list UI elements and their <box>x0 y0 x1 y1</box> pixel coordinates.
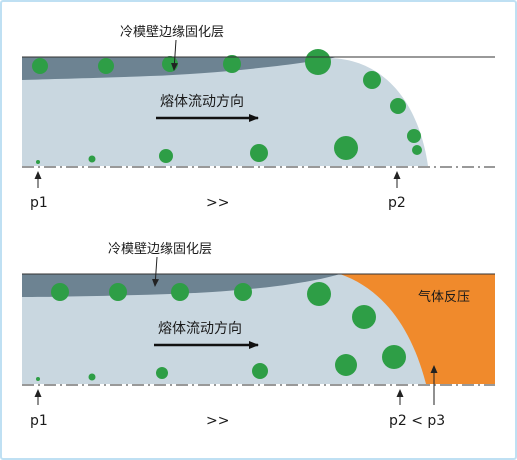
bubble <box>307 282 331 306</box>
bubble <box>36 377 40 381</box>
bubble <box>32 58 48 74</box>
bubble <box>36 160 40 164</box>
bubble <box>156 367 168 379</box>
bubble <box>171 283 189 301</box>
bottom-panel: 冷模壁边缘固化层 气体反压 熔体流动方向 p1 >> p2 < p3 <box>22 242 495 429</box>
bubble <box>363 71 381 89</box>
p2-label: p2 <box>388 195 406 211</box>
bubble <box>412 145 422 155</box>
bubble <box>223 55 241 73</box>
flow-direction-label: 熔体流动方向 <box>160 94 244 110</box>
bubble <box>250 144 268 162</box>
skin-layer-pointer <box>151 256 159 287</box>
p1-label: p1 <box>30 413 48 429</box>
bubble <box>98 58 114 74</box>
bubble <box>234 283 252 301</box>
bubble <box>390 98 406 114</box>
top-panel: 冷模壁边缘固化层 熔体流动方向 p1 >> p2 <box>22 25 495 211</box>
p1-label: p1 <box>30 195 48 211</box>
bubble <box>109 283 127 301</box>
bubble <box>335 354 357 376</box>
flow-direction-label: 熔体流动方向 <box>158 321 242 337</box>
bubble <box>352 305 376 329</box>
bubble <box>334 136 358 160</box>
gas-counter-pressure-label: 气体反压 <box>418 289 470 305</box>
bubble <box>305 49 331 75</box>
bubble <box>88 155 96 163</box>
pressure-gradient-marker: >> <box>206 195 229 211</box>
bubble <box>88 373 96 381</box>
bubble <box>51 283 69 301</box>
skin-layer-pointer <box>170 39 178 71</box>
bubble <box>252 363 268 379</box>
skin-layer-label: 冷模壁边缘固化层 <box>120 25 224 40</box>
bubble <box>382 345 406 369</box>
skin-layer-label: 冷模壁边缘固化层 <box>108 242 212 257</box>
bubble <box>162 56 178 72</box>
melt-flow-region <box>22 58 428 166</box>
pressure-gradient-marker: >> <box>206 413 229 429</box>
bubble <box>159 149 173 163</box>
p2-p3-label: p2 < p3 <box>389 413 445 429</box>
bubble <box>407 129 421 143</box>
